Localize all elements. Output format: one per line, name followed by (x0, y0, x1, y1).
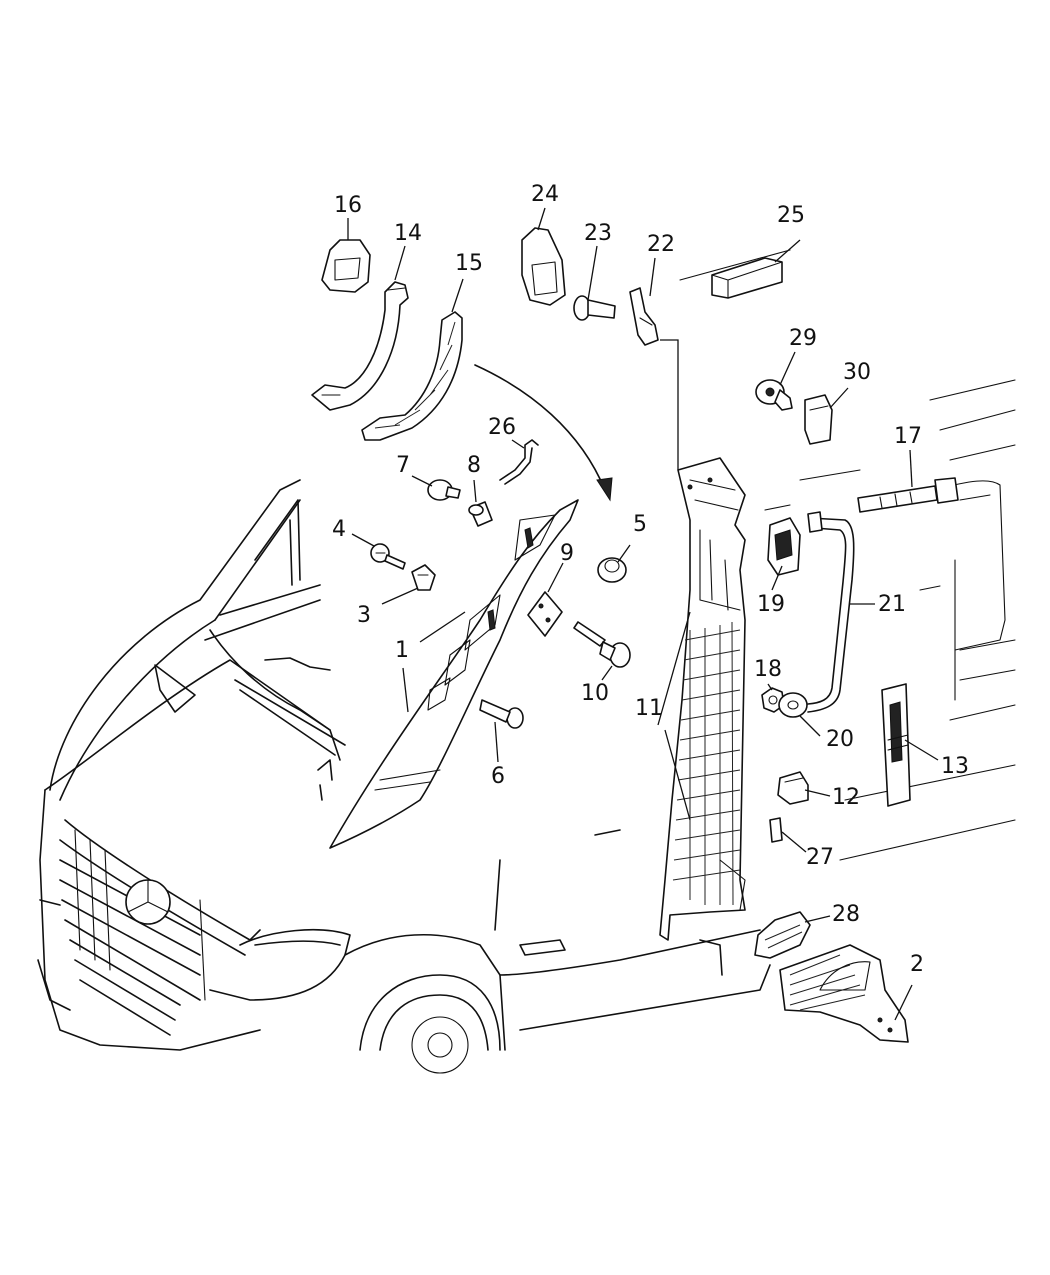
part-7-clip (427, 479, 461, 501)
part-14-grab-handle (311, 281, 409, 411)
callout-20: 20 (826, 727, 854, 752)
part-8-spacer (468, 501, 493, 527)
callout-13: 13 (941, 754, 969, 779)
part-16-cover-cap (321, 239, 371, 293)
leader-lines (347, 207, 939, 1021)
part-2-lower-trim-panel (779, 944, 909, 1043)
callout-22: 22 (647, 232, 675, 257)
part-9-plate (527, 591, 563, 637)
callout-3: 3 (357, 603, 371, 628)
callout-18: 18 (754, 657, 782, 682)
part-24-cover (521, 227, 566, 306)
part-4-screw (370, 543, 406, 570)
callout-19: 19 (757, 592, 785, 617)
callout-15: 15 (455, 251, 483, 276)
part-12-clip (777, 771, 809, 805)
callout-27: 27 (806, 845, 834, 870)
part-22-bracket (629, 287, 659, 346)
callout-labels: 1 2 3 4 5 6 7 8 9 10 11 12 13 14 15 16 1… (332, 182, 969, 977)
callout-26: 26 (488, 415, 516, 440)
part-13-bracket (881, 683, 911, 807)
part-26-spring-clip (499, 439, 539, 485)
callout-30: 30 (843, 360, 871, 385)
callout-11: 11 (635, 696, 663, 721)
part-6-push-clip (479, 699, 524, 729)
callout-14: 14 (394, 221, 422, 246)
callout-24: 24 (531, 182, 559, 207)
part-5-nut (597, 557, 627, 583)
van-body-outline (37, 249, 1016, 1074)
callout-1: 1 (395, 638, 409, 663)
part-25-pad (711, 257, 783, 299)
part-3-clip (411, 564, 436, 591)
callout-2: 2 (910, 952, 924, 977)
part-29-retractor (755, 379, 793, 411)
callout-6: 6 (491, 764, 505, 789)
part-11-b-pillar-trim (659, 457, 746, 941)
callout-10: 10 (581, 681, 609, 706)
callout-16: 16 (334, 193, 362, 218)
assembly-arrow (474, 364, 613, 502)
callout-23: 23 (584, 221, 612, 246)
callout-4: 4 (332, 517, 346, 542)
part-1-a-pillar-trim (329, 499, 579, 849)
part-23-clip (573, 295, 616, 321)
callout-29: 29 (789, 326, 817, 351)
callout-8: 8 (467, 453, 481, 478)
callout-12: 12 (832, 785, 860, 810)
part-10-rivet (573, 621, 631, 668)
part-30-guide (804, 394, 833, 445)
callout-17: 17 (894, 424, 922, 449)
part-27-cap (769, 817, 783, 843)
part-20-anchor (778, 692, 808, 718)
callout-28: 28 (832, 902, 860, 927)
callout-25: 25 (777, 203, 805, 228)
part-17-bolt (857, 477, 959, 513)
callout-21: 21 (878, 592, 906, 617)
callout-7: 7 (396, 453, 410, 478)
part-28-cover-trim (754, 911, 811, 959)
callout-5: 5 (633, 512, 647, 537)
callout-9: 9 (560, 541, 574, 566)
part-21-cable (807, 511, 855, 713)
part-15-handle-bracket (361, 311, 463, 441)
part-19-buckle (767, 517, 801, 576)
